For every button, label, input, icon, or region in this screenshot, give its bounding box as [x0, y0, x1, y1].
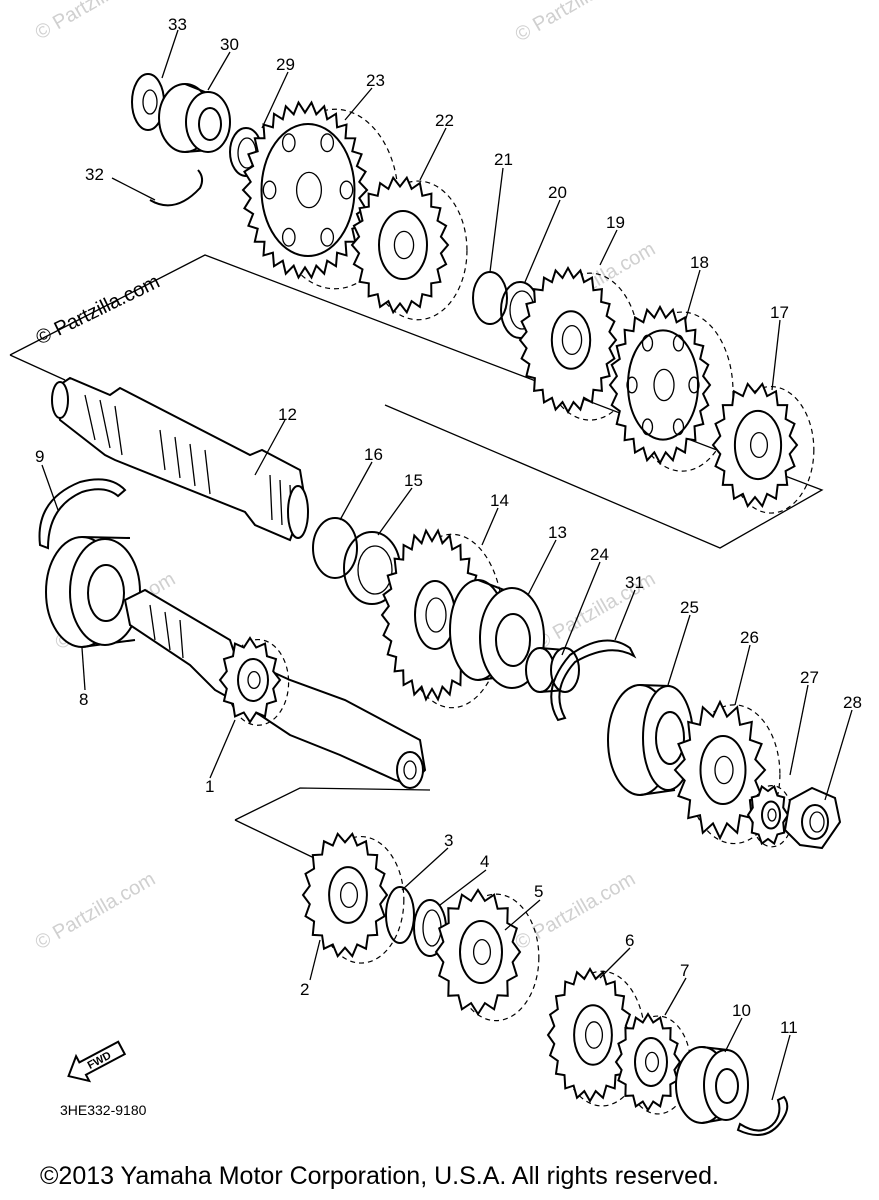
callout-3: 3: [444, 831, 453, 850]
callout-2: 2: [300, 980, 309, 999]
part-3-circlip: [385, 886, 415, 944]
callout-30: 30: [220, 35, 239, 54]
callout-12: 12: [278, 405, 297, 424]
part-18-gear: [608, 304, 734, 472]
part-8-bearing: [45, 536, 141, 648]
part-17-gear: [711, 381, 815, 514]
callout-22: 22: [435, 111, 454, 130]
upper-assembly-outline: [9, 254, 824, 549]
callout-7: 7: [680, 961, 689, 980]
callout-labels: 33 30 32 29 23 22 21 20 19 18 17 12 16 1…: [35, 15, 862, 1037]
callout-33: 33: [168, 15, 187, 34]
part-1-drive-axle: [123, 588, 427, 789]
callout-27: 27: [800, 668, 819, 687]
watermark: © Partzilla.com: [32, 868, 160, 954]
part-24-collar: [525, 647, 580, 693]
callout-6: 6: [625, 931, 634, 950]
part-1-axle-gear: [218, 636, 290, 726]
callout-11: 11: [780, 1018, 798, 1037]
part-12-main-axle: [51, 376, 309, 542]
part-26-drive-sprocket: [673, 699, 781, 845]
watermark: © Partzilla.com: [512, 868, 640, 954]
part-30-bearing: [158, 83, 231, 153]
watermark: © Partzilla.com: [512, 0, 640, 46]
callout-18: 18: [690, 253, 709, 272]
callout-28: 28: [843, 693, 862, 712]
fwd-arrow-icon: FWD: [67, 1040, 127, 1083]
part-28-nut: [783, 786, 842, 850]
callout-13: 13: [548, 523, 567, 542]
callout-31: 31: [625, 573, 644, 592]
callout-24: 24: [590, 545, 609, 564]
callout-15: 15: [404, 471, 423, 490]
callout-19: 19: [606, 213, 625, 232]
part-31-circlip: [550, 639, 637, 722]
part-22-gear: [350, 175, 468, 321]
part-5-gear: [434, 888, 540, 1022]
callout-20: 20: [548, 183, 567, 202]
part-10-bearing: [675, 1046, 749, 1124]
callout-14: 14: [490, 491, 509, 510]
callout-8: 8: [79, 690, 88, 709]
callout-32: 32: [85, 165, 104, 184]
callout-5: 5: [534, 882, 543, 901]
callout-1: 1: [205, 777, 214, 796]
callout-10: 10: [732, 1001, 751, 1020]
callout-29: 29: [276, 55, 295, 74]
watermark: © Partzilla.com: [32, 0, 160, 44]
part-16-circlip: [312, 517, 358, 579]
copyright-line: ©2013 Yamaha Motor Corporation, U.S.A. A…: [40, 1162, 719, 1190]
part-9-circlip: [38, 478, 127, 550]
part-7-gear: [614, 1012, 692, 1115]
part-code: 3HE332-9180: [60, 1102, 147, 1118]
callout-9: 9: [35, 447, 44, 466]
leader-lines: [41, 29, 853, 1101]
part-2-gear: [301, 832, 405, 964]
callout-17: 17: [770, 303, 789, 322]
callout-26: 26: [740, 628, 759, 647]
callout-4: 4: [480, 852, 489, 871]
part-11-circlip: [736, 1095, 789, 1136]
callout-16: 16: [364, 445, 383, 464]
callout-25: 25: [680, 598, 699, 617]
callout-21: 21: [494, 150, 513, 169]
callout-23: 23: [366, 71, 385, 90]
part-32-circlip: [149, 169, 204, 207]
part-25-oil-seal: [607, 684, 694, 796]
